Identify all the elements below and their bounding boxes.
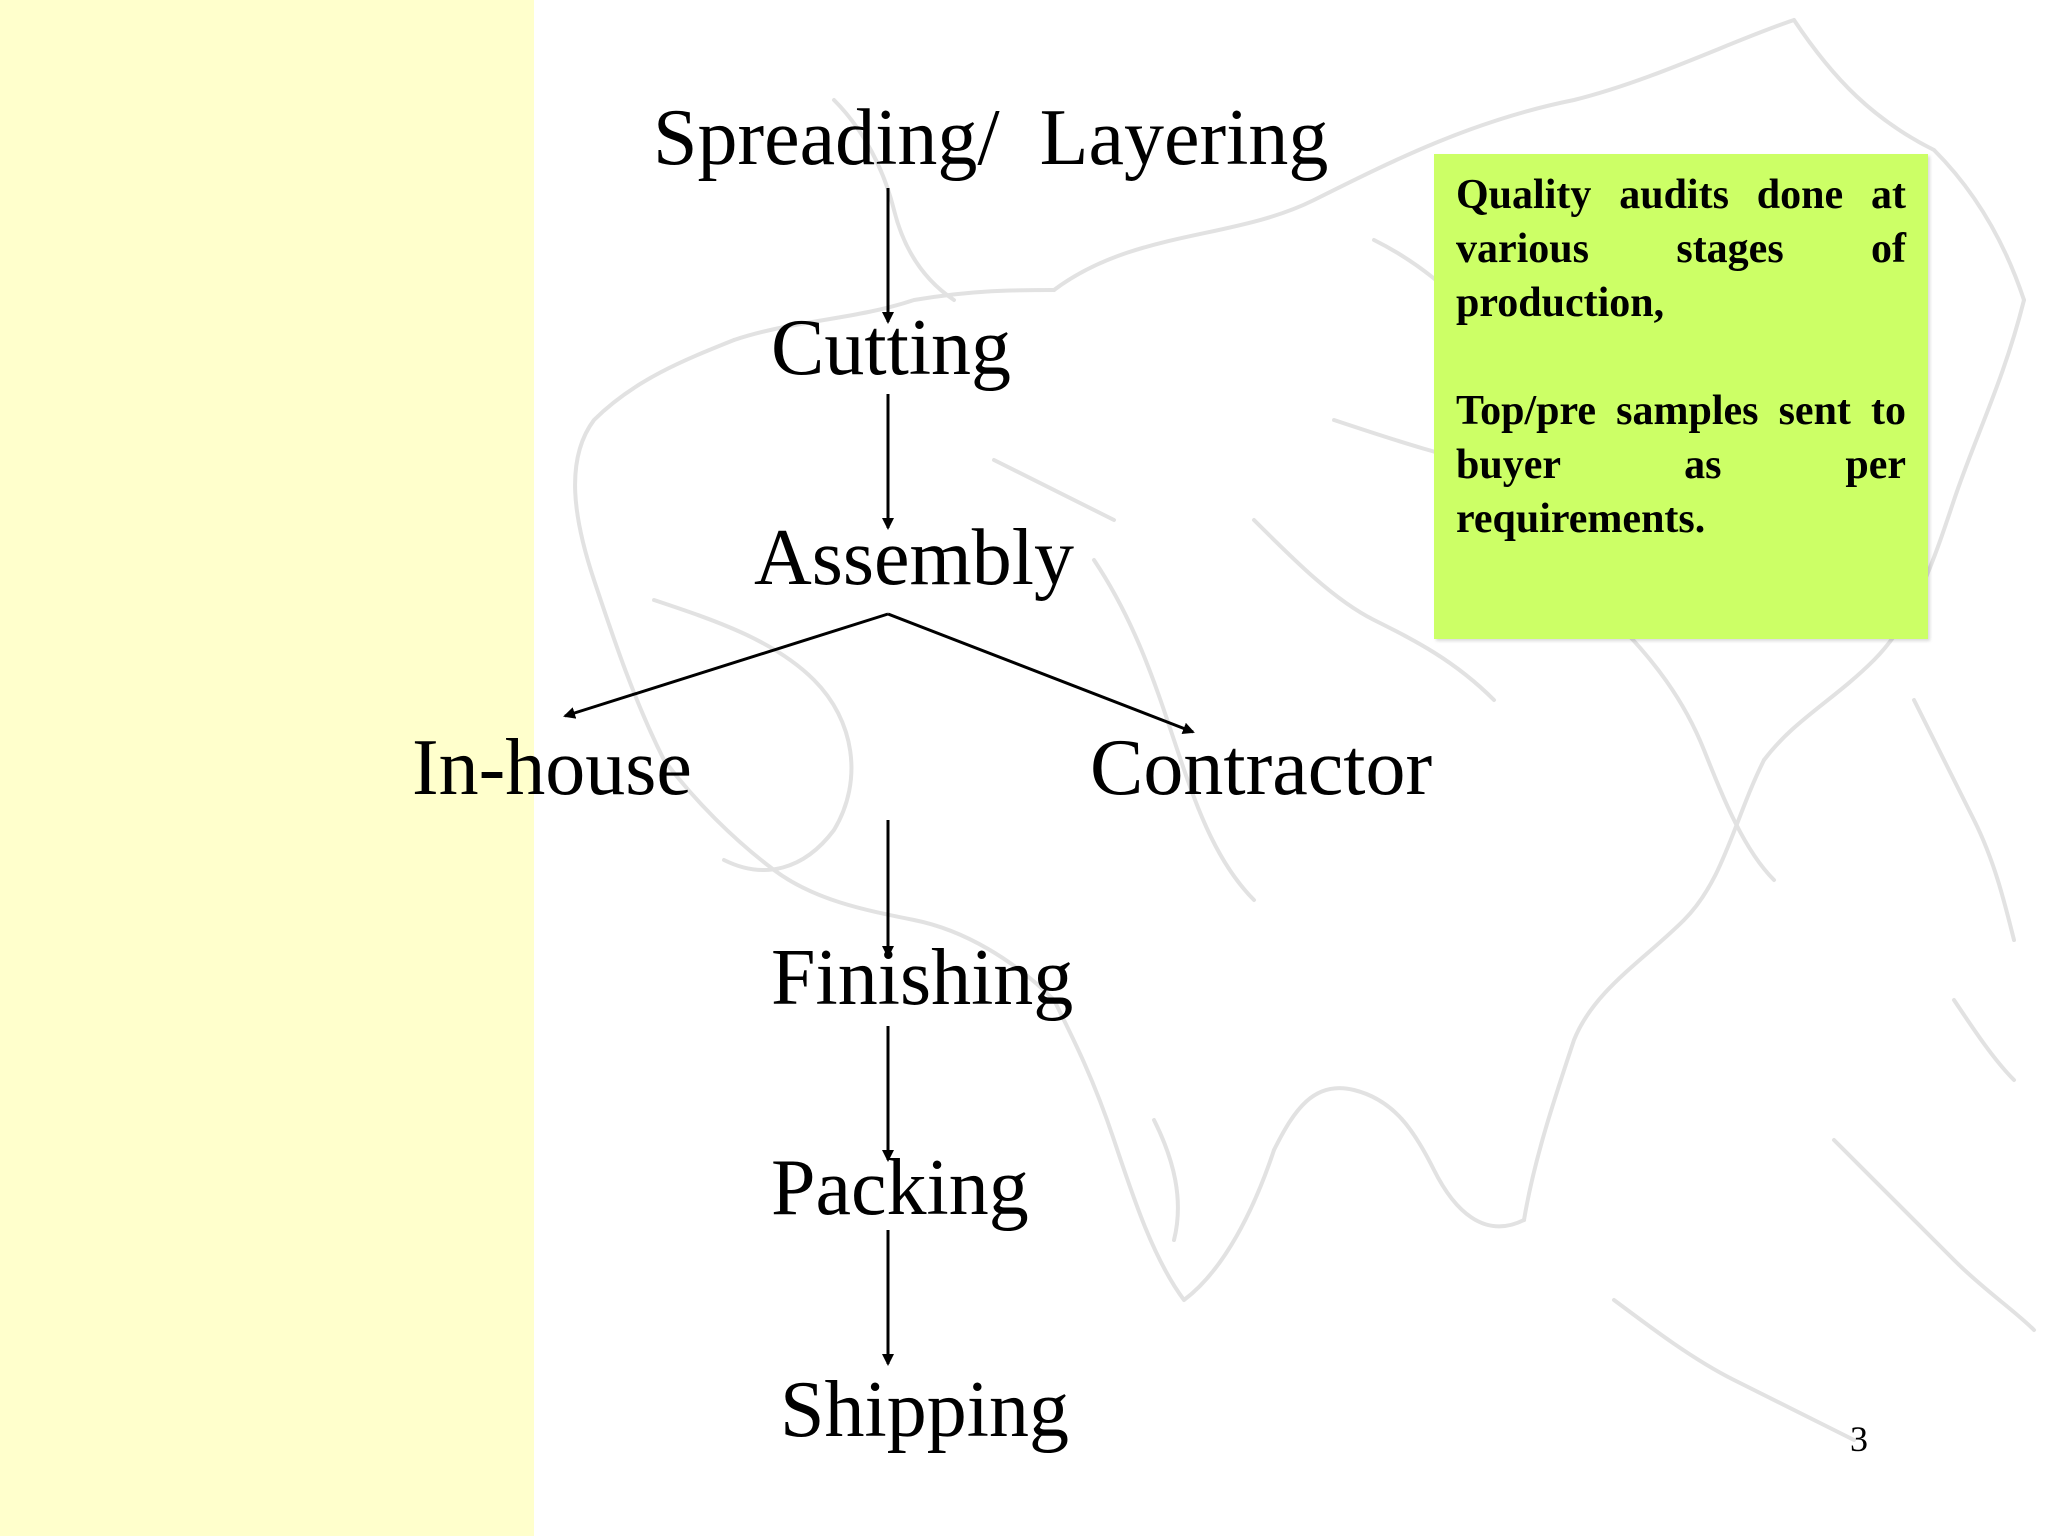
asia-map-background (573, 18, 2036, 1442)
quality-note-box: Quality audits done at various stages of… (1434, 154, 1928, 639)
step-assembly: Assembly (754, 514, 1074, 602)
quality-audits-text: Quality audits done at various stages of… (1456, 172, 1906, 326)
step-contractor: Contractor (1090, 724, 1433, 812)
step-in-house: In-house (412, 724, 692, 812)
step-packing: Packing (771, 1144, 1029, 1232)
left-yellow-band (0, 0, 534, 1536)
page-number: 3 (1850, 1419, 1868, 1459)
step-shipping: Shipping (780, 1366, 1069, 1454)
arrow-assembly-to-in-house (563, 612, 889, 719)
arrow-assembly-to-contractor (887, 612, 1195, 734)
samples-text: Top/pre samples sent to buyer as per req… (1456, 388, 1906, 542)
step-finishing: Finishing (771, 934, 1074, 1022)
step-spreading-layering: Spreading/ Layering (653, 94, 1329, 182)
